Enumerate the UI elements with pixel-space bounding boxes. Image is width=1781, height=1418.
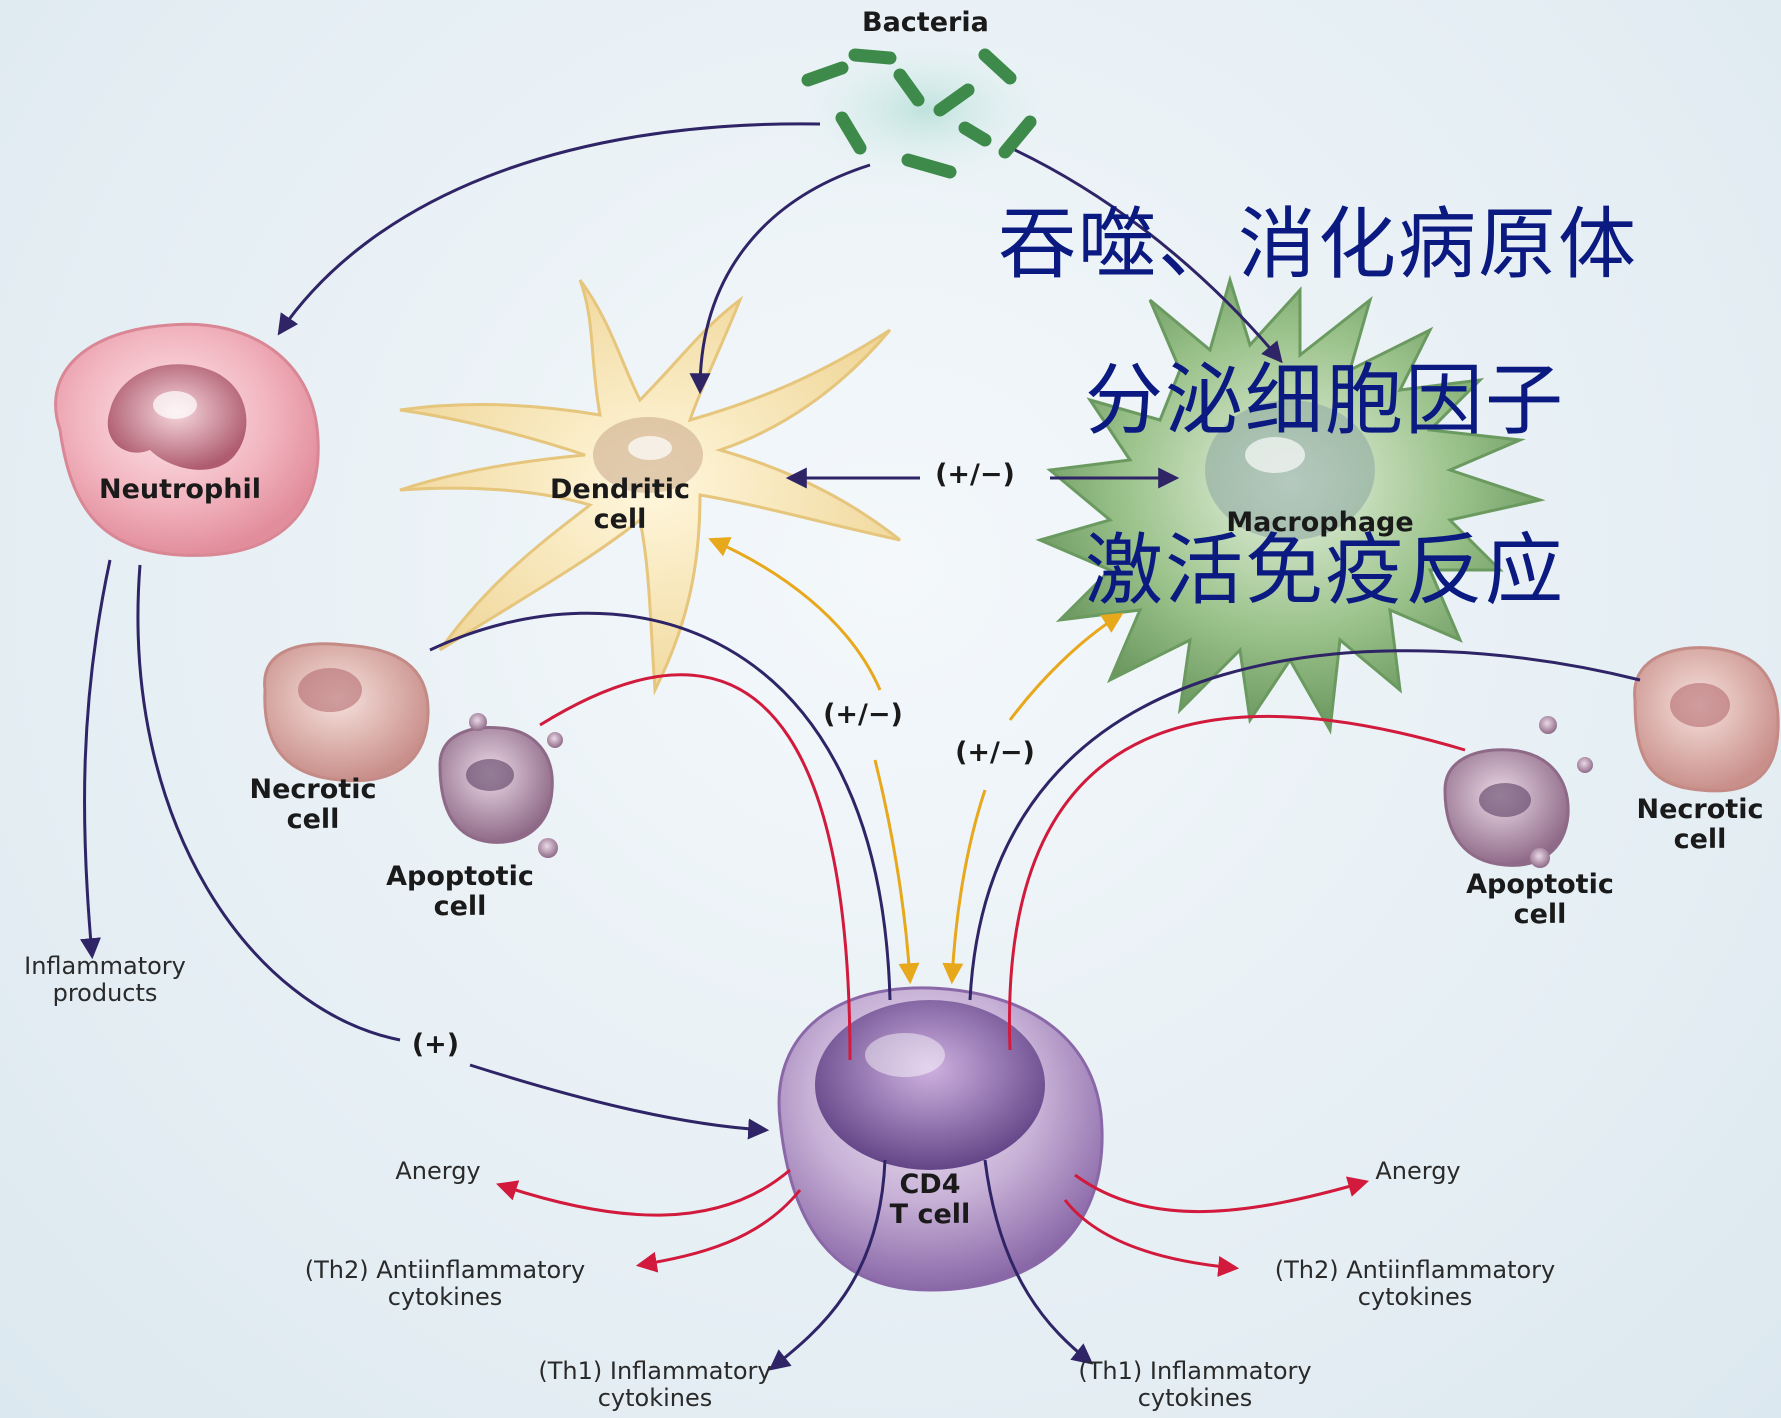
inflammatory-products-label: Inflammatory products <box>5 953 205 1007</box>
arrow-dendritic-to-cd4 <box>875 760 910 980</box>
arrow-plus-to-cd4 <box>470 1065 765 1130</box>
necrotic-cell-right <box>1635 648 1779 791</box>
th2-right-label: (Th2) Antiinflammatory cytokines <box>1245 1257 1585 1311</box>
overlay-text-cytokines: 分泌细胞因子 <box>1085 338 1565 450</box>
plus-label: (+) <box>398 1030 473 1060</box>
arrow-apoptotic-left-to-cd4 <box>540 675 850 1060</box>
arrow-cd4-to-anergy-left <box>500 1170 790 1215</box>
arrow-macrophage-to-cd4 <box>952 790 985 980</box>
plus-minus-left-label: (+/−) <box>808 700 918 730</box>
arrow-cd4-to-th2-left <box>640 1190 800 1265</box>
plus-minus-top-label: (+/−) <box>920 460 1030 490</box>
bacteria-label: Bacteria <box>862 8 982 38</box>
th2-left-label: (Th2) Antiinflammatory cytokines <box>275 1257 615 1311</box>
apoptotic-cell-right <box>1445 716 1593 868</box>
apoptotic-cell-left <box>440 713 563 858</box>
necrotic-cell-left-label: Necrotic cell <box>238 775 388 835</box>
overlay-text-immune-activation: 激活免疫反应 <box>1085 508 1565 620</box>
neutrophil-cell <box>56 324 319 555</box>
plus-minus-right-label: (+/−) <box>940 738 1050 768</box>
arrow-cd4-to-dendritic <box>712 540 880 690</box>
overlay-text-phagocytosis: 吞噬、消化病原体 <box>998 182 1638 294</box>
th1-right-label: (Th1) Inflammatory cytokines <box>1055 1358 1335 1412</box>
cd4-t-cell <box>779 988 1102 1290</box>
anergy-left-label: Anergy <box>378 1158 498 1185</box>
cd4-t-cell-label: CD4 T cell <box>870 1170 990 1230</box>
arrow-cd4-to-macrophage <box>1010 615 1120 720</box>
anergy-right-label: Anergy <box>1358 1158 1478 1185</box>
apoptotic-cell-right-label: Apoptotic cell <box>1450 870 1630 930</box>
arrow-to-inflammatory-products <box>85 560 110 955</box>
necrotic-cell-left <box>265 644 429 781</box>
arrow-cd4-to-anergy-right <box>1075 1175 1365 1212</box>
necrotic-cell-right-label: Necrotic cell <box>1625 795 1775 855</box>
th1-left-label: (Th1) Inflammatory cytokines <box>515 1358 795 1412</box>
dendritic-cell-label: Dendritic cell <box>540 475 700 535</box>
arrow-apoptotic-right-to-cd4 <box>1009 716 1465 1050</box>
apoptotic-cell-left-label: Apoptotic cell <box>370 862 550 922</box>
neutrophil-label: Neutrophil <box>80 475 280 505</box>
bacteria-cluster <box>785 30 1065 190</box>
